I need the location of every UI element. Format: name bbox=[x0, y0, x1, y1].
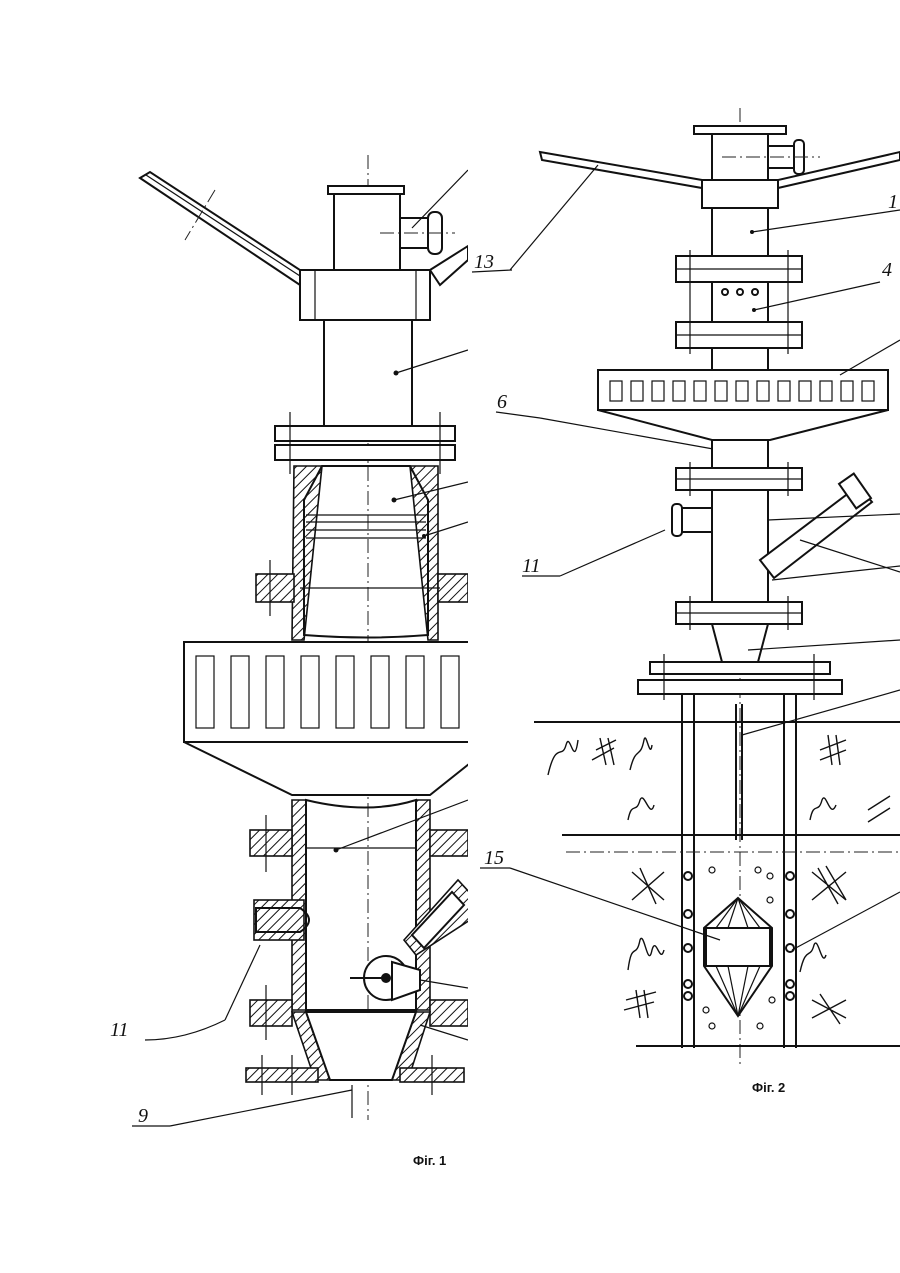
fig2-label-1: 1 bbox=[888, 191, 898, 213]
casing-bolt bbox=[684, 944, 692, 952]
fig1-sleeve-section bbox=[256, 466, 468, 640]
fig2-casing bbox=[534, 654, 900, 1048]
fig2-label-11: 11 bbox=[522, 555, 541, 577]
fig2-label-4: 4 bbox=[882, 259, 892, 281]
fig2-label-13: 13 bbox=[474, 251, 494, 273]
fig1-main-pipe bbox=[324, 320, 412, 426]
casing-bolt bbox=[684, 910, 692, 918]
fig2-top: 13 1 bbox=[472, 126, 900, 273]
casing-bolt bbox=[684, 980, 692, 988]
fig1-lower-body: 11 9 bbox=[110, 800, 470, 1127]
casing-bolt bbox=[786, 910, 794, 918]
casing-bolt bbox=[684, 992, 692, 1000]
fig2-caption: Фіг. 2 bbox=[752, 1080, 785, 1095]
fig2-upper-flanges: 4 bbox=[676, 250, 892, 370]
casing-bolt bbox=[786, 944, 794, 952]
figure-2-drawing: 13 1 4 bbox=[472, 108, 900, 1065]
fig2-label-6: 6 bbox=[497, 391, 507, 413]
casing-bolt bbox=[684, 872, 692, 880]
fig2-label-15: 15 bbox=[484, 847, 504, 869]
figure-1-drawing: 11 9 bbox=[110, 155, 474, 1127]
casing-bolt bbox=[786, 872, 794, 880]
fig1-caption: Фіг. 1 bbox=[413, 1153, 446, 1168]
fig2-middle-body: 11 bbox=[522, 440, 900, 662]
fig1-label-11: 11 bbox=[110, 1019, 129, 1041]
casing-bolt bbox=[786, 980, 794, 988]
fig1-top-pipe bbox=[328, 170, 468, 270]
fig1-slotted-drum bbox=[184, 642, 474, 795]
fig1-label-9: 9 bbox=[138, 1105, 148, 1127]
casing-bolt bbox=[786, 992, 794, 1000]
fig1-collar bbox=[300, 270, 430, 320]
